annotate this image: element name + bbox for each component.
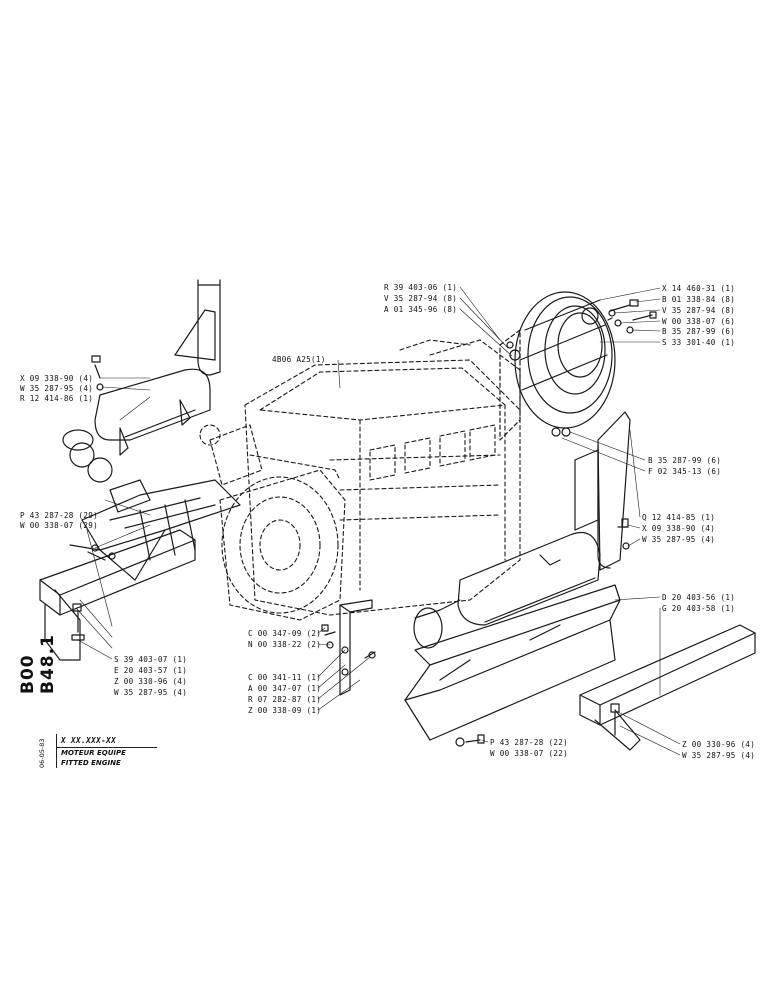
callout-s33301-40: S 33 301-40 (1) bbox=[662, 338, 736, 347]
callout-e20403-57: E 20 403-57 (1) bbox=[114, 666, 188, 675]
sheet-date: 06-05-83 bbox=[38, 738, 46, 768]
callout-w00338-07-right: W 00 338-07 (22) bbox=[490, 749, 568, 758]
callout-r12414-86: R 12 414-86 (1) bbox=[20, 394, 94, 403]
leader-lines bbox=[75, 286, 681, 756]
callout-d20403-56: D 20 403-56 (1) bbox=[662, 593, 736, 602]
sheet-code: B00 B48.1 bbox=[18, 634, 58, 694]
callout-engine: 4B06 A25(1) bbox=[272, 355, 326, 364]
right-chassis-rail bbox=[579, 624, 756, 751]
callout-g20403-58: G 20 403-58 (1) bbox=[662, 604, 736, 613]
callout-w00338-07-left: W 00 338-07 (29) bbox=[20, 521, 98, 530]
reference-number: X XX.XXX-XX bbox=[57, 734, 157, 748]
callout-c00347-09: C 00 347-09 (2) bbox=[248, 629, 322, 638]
callout-b35287-99-coupling: B 35 287-99 (6) bbox=[662, 327, 736, 336]
callout-w35287-95-right-bottom: W 35 287-95 (4) bbox=[682, 751, 756, 760]
callout-z00330-96-left: Z 00 330-96 (4) bbox=[114, 677, 188, 686]
callout-r39403-06: R 39 403-06 (1) bbox=[384, 283, 458, 292]
callout-x09338-90-right: X 09 338-90 (4) bbox=[642, 524, 716, 533]
title-block: X XX.XXX-XX MOTEUR EQUIPE FITTED ENGINE bbox=[56, 734, 157, 768]
callout-w35287-95-left: W 35 287-95 (4) bbox=[20, 384, 94, 393]
left-heat-guard bbox=[69, 479, 241, 581]
callout-v35287-94-right: V 35 287-94 (8) bbox=[662, 306, 736, 315]
callout-f02345-13: F 02 345-13 (6) bbox=[648, 467, 722, 476]
callout-p43287-28-left: P 43 287-28 (29) bbox=[20, 511, 98, 520]
callout-z00330-96-right: Z 00 330-96 (4) bbox=[682, 740, 756, 749]
right-heat-guard bbox=[404, 584, 621, 747]
callout-c00341-11: C 00 341-11 (1) bbox=[248, 673, 322, 682]
coupling-assembly bbox=[499, 291, 616, 441]
callout-p43287-28-right: P 43 287-28 (22) bbox=[490, 738, 568, 747]
left-exhaust bbox=[62, 279, 221, 513]
callout-x14460-31: X 14 460-31 (1) bbox=[662, 284, 736, 293]
callout-a00347-07: A 00 347-07 (1) bbox=[248, 684, 322, 693]
callout-z00338-09: Z 00 338-09 (1) bbox=[248, 706, 322, 715]
title-english: FITTED ENGINE bbox=[61, 759, 121, 767]
right-exhaust bbox=[413, 411, 631, 649]
callout-b35287-99-ring: B 35 287-99 (6) bbox=[648, 456, 722, 465]
center-bracket bbox=[321, 599, 376, 696]
callout-a01345-96: A 01 345-96 (8) bbox=[384, 305, 458, 314]
callout-b01338-84: B 01 338-84 (8) bbox=[662, 295, 736, 304]
left-chassis-rail bbox=[39, 529, 196, 661]
callout-w00338-07-coupling: W 00 338-07 (6) bbox=[662, 317, 736, 326]
callout-w35287-95-left-bottom: W 35 287-95 (4) bbox=[114, 688, 188, 697]
callout-q12414-85: Q 12 414-85 (1) bbox=[642, 513, 716, 522]
callout-v35287-94-left: V 35 287-94 (8) bbox=[384, 294, 458, 303]
flywheel-housing bbox=[219, 469, 346, 621]
callout-r07282-87: R 07 282-87 (1) bbox=[248, 695, 322, 704]
callout-n00338-22: N 00 338-22 (2) bbox=[248, 640, 322, 649]
callout-w35287-95-right: W 35 287-95 (4) bbox=[642, 535, 716, 544]
callout-x09338-90-left: X 09 338-90 (4) bbox=[20, 374, 94, 383]
title-french: MOTEUR EQUIPE bbox=[61, 749, 126, 757]
callout-s39403-07: S 39 403-07 (1) bbox=[114, 655, 188, 664]
